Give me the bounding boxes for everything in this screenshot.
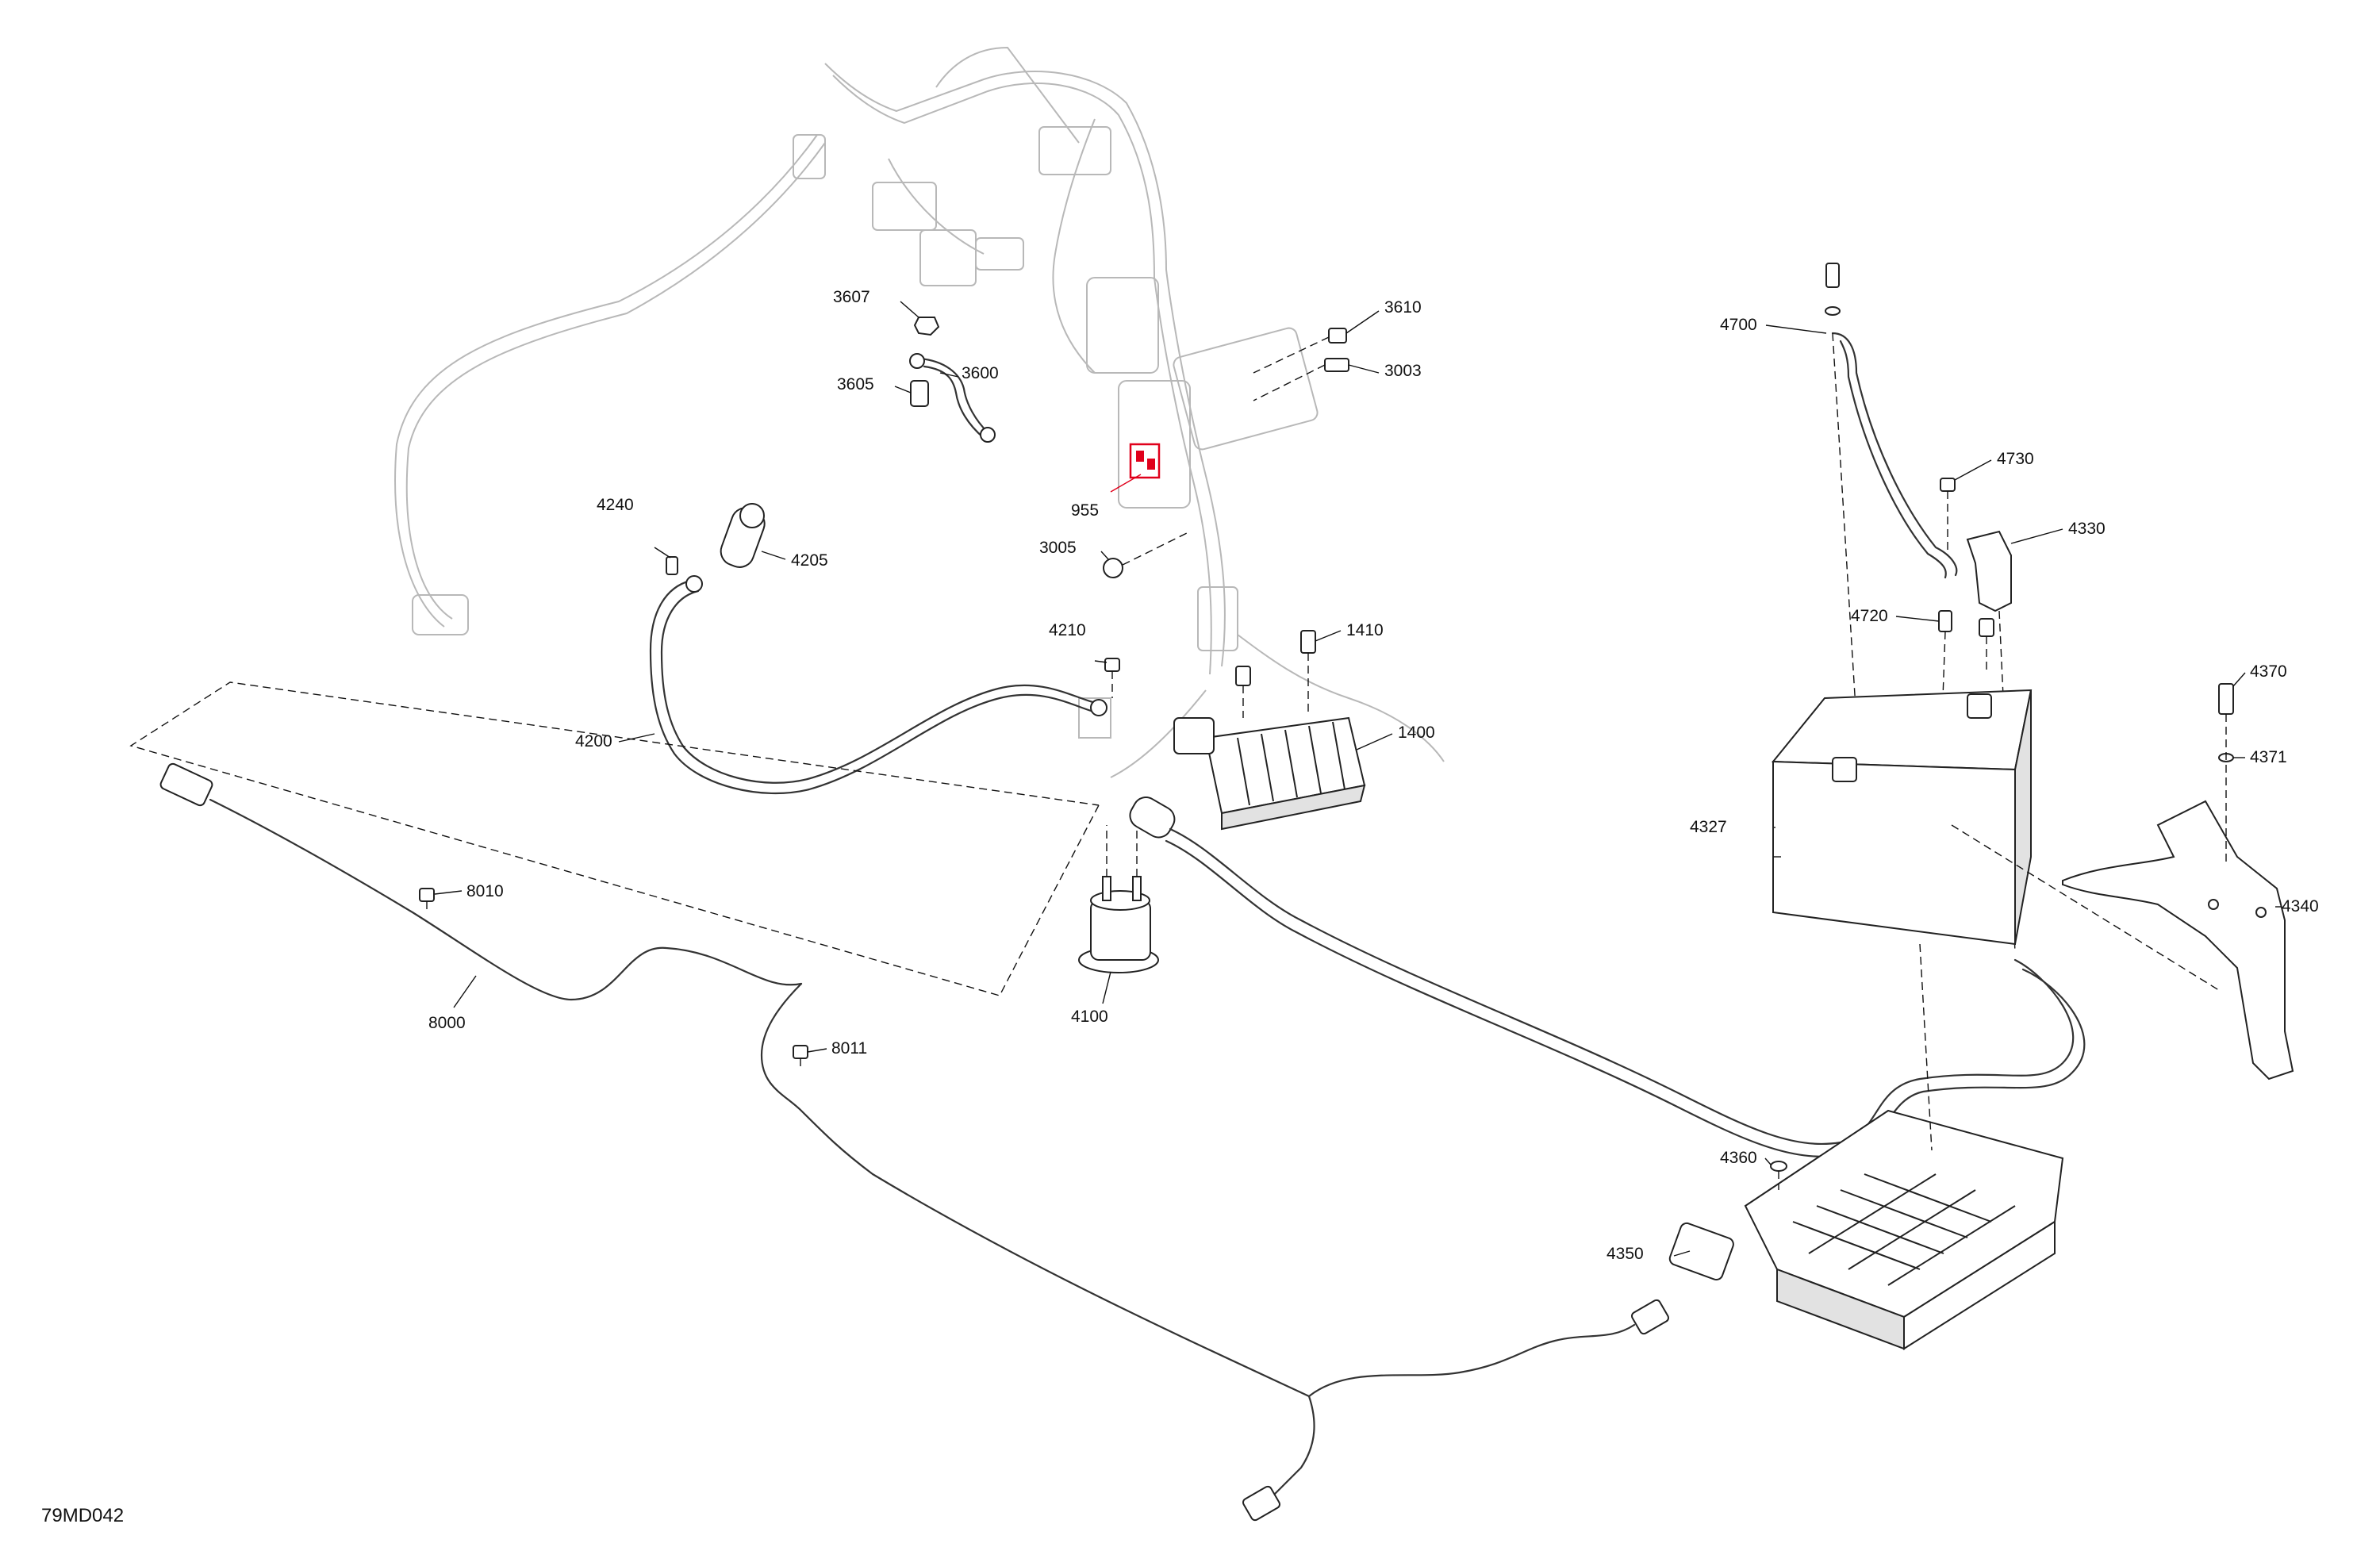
callout-4700: 4700 — [1720, 316, 1757, 334]
voltage-regulator-1400 — [1173, 630, 1366, 831]
callout-1410: 1410 — [1346, 621, 1384, 639]
callout-4720: 4720 — [1851, 607, 1888, 625]
callout-955: 955 — [1071, 501, 1099, 520]
callout-8010: 8010 — [466, 882, 504, 900]
screws-top — [1103, 328, 1349, 578]
callout-4210: 4210 — [1049, 621, 1086, 639]
battery-cable — [1129, 797, 2086, 1157]
callout-4205: 4205 — [791, 551, 828, 570]
callout-1400: 1400 — [1398, 724, 1435, 742]
callout-4200: 4200 — [575, 732, 612, 750]
callout-3607: 3607 — [833, 288, 870, 306]
cable-4200 — [649, 503, 1120, 795]
callout-leaders — [434, 301, 2281, 1257]
callout-3605: 3605 — [837, 375, 874, 393]
battery-tray-4350 — [1668, 943, 2064, 1350]
callout-4100: 4100 — [1071, 1008, 1108, 1026]
callout-8000: 8000 — [428, 1014, 466, 1032]
main-harness-ghost — [394, 46, 1445, 778]
callout-4360: 4360 — [1720, 1149, 1757, 1167]
battery-4327 — [1771, 689, 2033, 946]
relay-highlight — [1110, 443, 1161, 493]
callout-4340: 4340 — [2282, 897, 2319, 916]
callout-3610: 3610 — [1384, 298, 1422, 317]
drawing-reference-code: 79MD042 — [41, 1505, 124, 1526]
harness-8000 — [159, 762, 1669, 1522]
callout-3600: 3600 — [962, 364, 999, 382]
callout-4240: 4240 — [597, 496, 634, 514]
callout-4371: 4371 — [2250, 748, 2287, 766]
battery-cable-4700 — [1825, 263, 1958, 786]
callout-4350: 4350 — [1606, 1245, 1644, 1263]
callout-4370: 4370 — [2250, 662, 2287, 681]
battery-strap-4340 — [1951, 683, 2294, 1081]
callout-labels: 3607 3605 3600 3610 3003 955 3005 4240 4… — [428, 288, 2319, 1263]
callout-3003: 3003 — [1384, 362, 1422, 380]
callout-4730: 4730 — [1997, 450, 2034, 468]
cable-3600 — [909, 317, 996, 443]
callout-4327: 4327 — [1690, 818, 1727, 836]
callout-3005: 3005 — [1039, 539, 1077, 557]
callout-8011: 8011 — [831, 1039, 867, 1058]
starter-solenoid-4100 — [129, 681, 1159, 996]
callout-4330: 4330 — [2068, 520, 2106, 538]
